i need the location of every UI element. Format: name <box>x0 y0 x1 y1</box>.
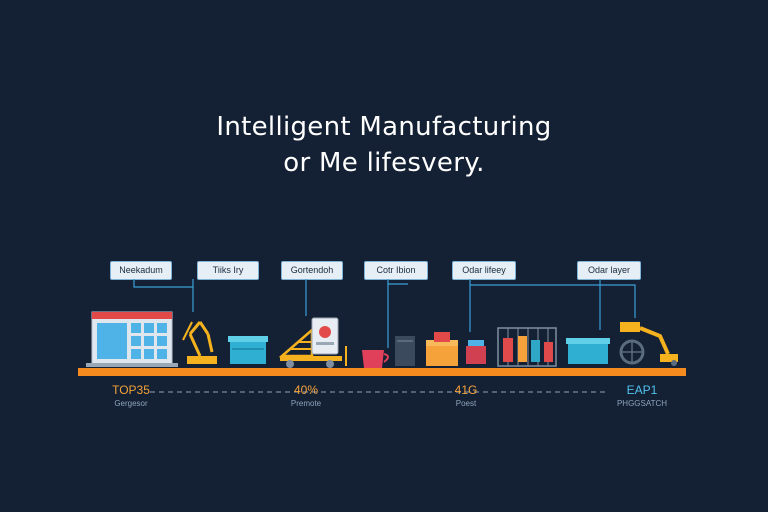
callout-6: Odar layer <box>577 261 641 280</box>
callout-3: Gortendoh <box>281 261 343 280</box>
metric-label-1: Gergesor <box>114 399 148 408</box>
robotic-arm-icon <box>182 321 217 364</box>
connector-1 <box>133 279 194 312</box>
callout-5: Odar lifeey <box>452 261 516 280</box>
metric-value-4: EAP1 <box>626 383 658 397</box>
diagram-title-line-2: or Me lifesvery. <box>283 148 485 178</box>
metric-label-3: Poest <box>455 399 477 408</box>
metric-label-4: PHGGSATCH <box>616 399 668 408</box>
diagram-title-line-1: Intelligent Manufacturing <box>216 112 552 142</box>
conveyor-belt <box>78 368 686 376</box>
connector-4a <box>387 279 408 285</box>
cup-icon <box>362 350 389 368</box>
callout-4: Cotr Ibion <box>364 261 428 280</box>
storage-bin-icon <box>228 336 268 364</box>
container-icon <box>566 338 610 364</box>
tablet-icon <box>311 317 347 366</box>
callout-2: Tiiks Iry <box>197 261 259 280</box>
metric-value-3: 41G <box>454 383 478 397</box>
connector-lines <box>133 279 636 348</box>
delivery-robot-icon <box>619 322 678 366</box>
metric-value-1: TOP35 <box>112 383 150 397</box>
storage-rack-icon <box>497 327 557 367</box>
connector-5b <box>470 284 636 318</box>
metric-value-2: 40% <box>293 383 319 397</box>
server-box-icon <box>395 336 415 366</box>
parcel-box-icon <box>426 332 486 366</box>
laptop-dashboard-icon <box>86 311 178 367</box>
callout-1: Neekadum <box>110 261 172 280</box>
metric-label-2: Premote <box>290 399 322 408</box>
